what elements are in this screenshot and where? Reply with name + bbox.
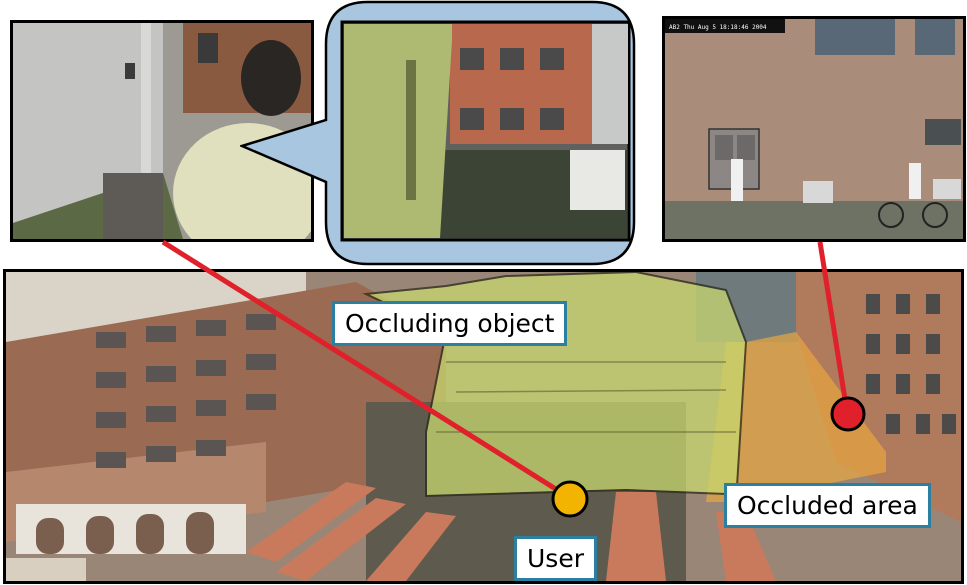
user-marker	[551, 480, 589, 518]
ar-view-photo	[340, 20, 631, 242]
occluded-area-marker	[830, 396, 866, 432]
occluding-object-label: Occluding object	[332, 301, 568, 346]
callout-bubble	[240, 0, 636, 266]
user-label: User	[514, 536, 597, 581]
occluded-area-label: Occluded area	[724, 483, 931, 528]
user-camera-photo	[13, 23, 311, 239]
occluded-area-overlay	[706, 332, 886, 502]
occluded-camera-photo: AB2 Thu Aug 5 18:18:46 2004	[665, 19, 963, 239]
occluded-camera-panel: AB2 Thu Aug 5 18:18:46 2004	[662, 16, 966, 242]
user-pointer-line	[161, 239, 572, 501]
user-camera-panel	[10, 20, 314, 242]
occluded-pointer-line	[817, 241, 850, 413]
camera-timestamp: AB2 Thu Aug 5 18:18:46 2004	[669, 24, 767, 31]
